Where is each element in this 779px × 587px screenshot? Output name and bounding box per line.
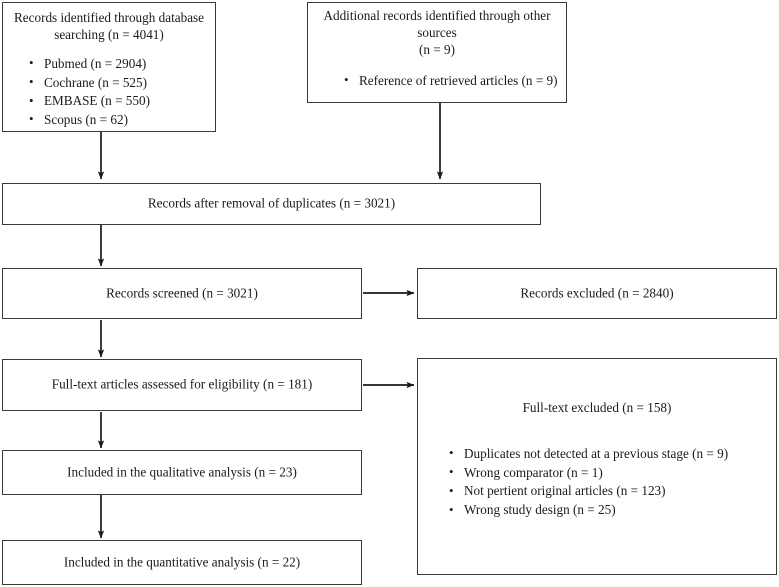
box-records-excluded: Records excluded (n = 2840): [417, 268, 777, 319]
box-records-screened: Records screened (n = 3021): [2, 268, 362, 319]
list-item: Reference of retrieved articles (n = 9): [344, 71, 566, 91]
box-title-quantitative: Included in the quantitative analysis (n…: [63, 554, 301, 570]
list-item: Duplicates not detected at a previous st…: [449, 444, 776, 464]
box-title-database-search: Records identified through database sear…: [13, 10, 205, 42]
box-title-other-sources-line2: (n = 9): [418, 41, 455, 57]
box-records-after-removal-duplicates: Records after removal of duplicates (n =…: [2, 183, 541, 225]
list-item: Wrong comparator (n = 1): [449, 463, 776, 483]
box-title-after-duplicates: Records after removal of duplicates (n =…: [147, 195, 396, 211]
list-item: EMBASE (n = 550): [29, 92, 215, 111]
list-item: Scopus (n = 62): [29, 110, 215, 130]
box-additional-records-other-sources: Additional records identified through ot…: [307, 2, 567, 103]
list-item: Cochrane (n = 525): [29, 73, 215, 93]
box-included-quantitative-analysis: Included in the quantitative analysis (n…: [2, 540, 362, 585]
box-fulltext-excluded: Full-text excluded (n = 158) Duplicates …: [417, 358, 777, 575]
bullet-list-other-sources: Reference of retrieved articles (n = 9): [344, 71, 566, 91]
box-title-other-sources-line1: Additional records identified through ot…: [323, 8, 551, 40]
box-included-qualitative-analysis: Included in the qualitative analysis (n …: [2, 450, 362, 495]
box-title-records-screened: Records screened (n = 3021): [106, 285, 258, 301]
box-title-qualitative: Included in the qualitative analysis (n …: [67, 464, 297, 480]
box-title-fulltext-excluded: Full-text excluded (n = 158): [522, 400, 672, 415]
list-item: Not pertient original articles (n = 123): [449, 482, 776, 501]
list-item: Pubmed (n = 2904): [29, 54, 215, 74]
bullet-list-databases: Pubmed (n = 2904) Cochrane (n = 525) EMB…: [29, 54, 215, 130]
list-item: Wrong study design (n = 25): [449, 501, 776, 520]
box-title-fulltext-assessed: Full-text articles assessed for eligibil…: [51, 376, 313, 392]
box-title-records-excluded: Records excluded (n = 2840): [520, 285, 674, 301]
box-fulltext-articles-assessed: Full-text articles assessed for eligibil…: [2, 359, 362, 411]
bullet-list-fulltext-excluded: Duplicates not detected at a previous st…: [449, 444, 776, 520]
box-records-identified-database-searching: Records identified through database sear…: [2, 2, 216, 132]
